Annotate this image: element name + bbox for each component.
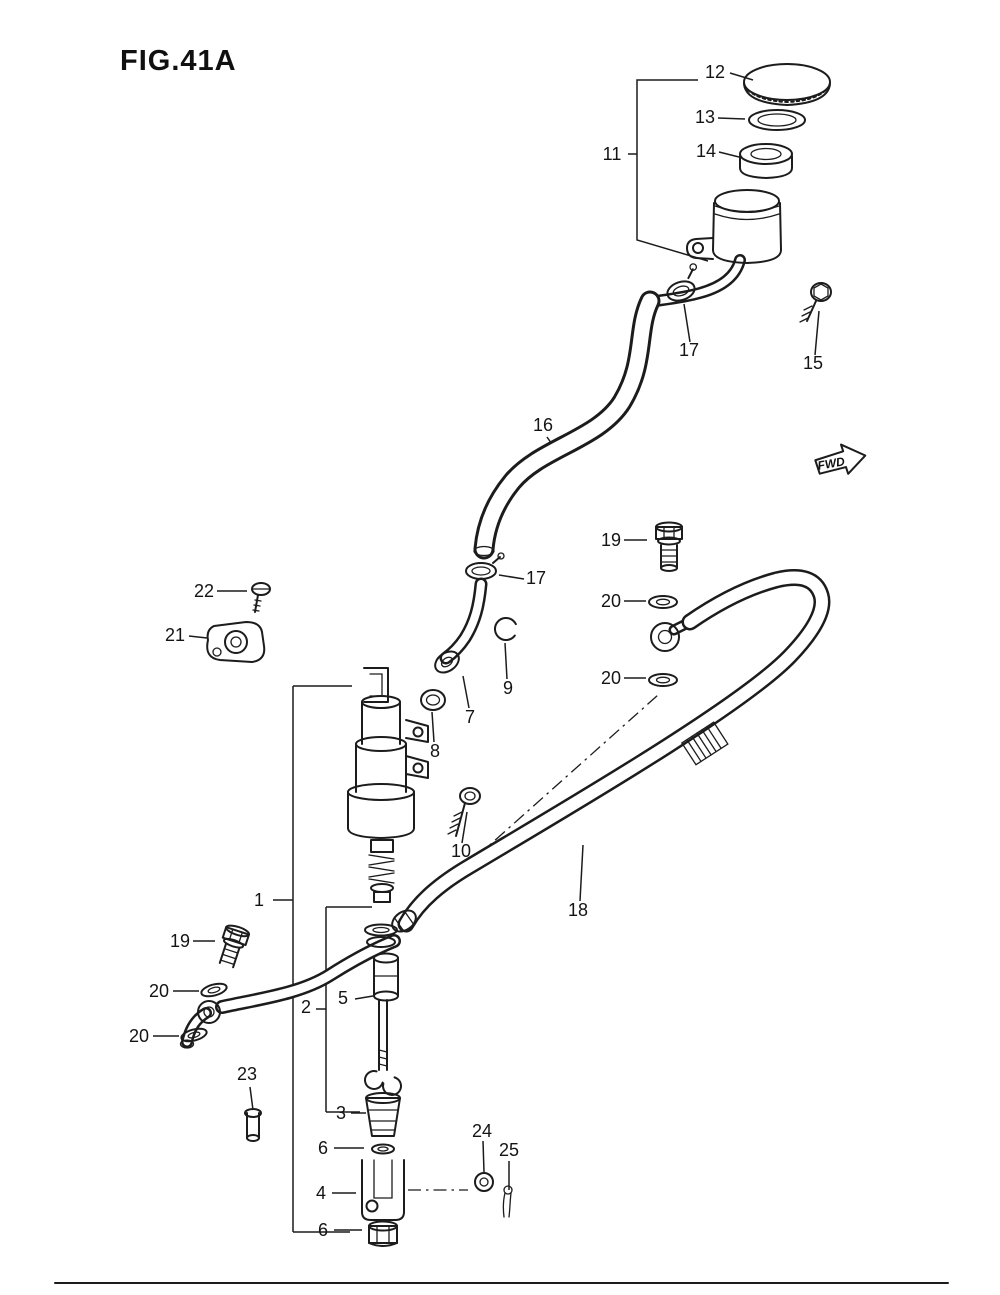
callout-21: 21 [165, 625, 185, 645]
fwd-arrow: FWD [814, 443, 867, 475]
clevis-4 [361, 1159, 405, 1221]
callout-8: 8 [430, 741, 440, 761]
callout-20c: 20 [149, 981, 169, 1001]
sealing-washer-20-left-lower [180, 1027, 208, 1043]
hose-bracket-21 [206, 621, 266, 663]
callout-7: 7 [465, 707, 475, 727]
hose-end-fitting [391, 909, 417, 933]
callout-6b: 6 [318, 1220, 328, 1240]
callout-25: 25 [499, 1140, 519, 1160]
callout-16: 16 [533, 415, 553, 435]
callout-17a: 17 [679, 340, 699, 360]
washer-24 [474, 1172, 494, 1192]
sealing-washer-20-lower [648, 673, 678, 687]
reservoir-bolt-15 [799, 282, 832, 323]
leader-lines [153, 72, 820, 1233]
hose-ferrule [680, 721, 729, 766]
callout-23: 23 [237, 1064, 257, 1084]
mount-bolt-22 [251, 582, 271, 613]
callout-5: 5 [338, 988, 348, 1008]
sealing-washer-20-upper [648, 595, 678, 609]
cotter-pin-25 [502, 1185, 513, 1218]
fwd-label: FWD [816, 454, 846, 473]
banjo-bolt-19-lower [218, 924, 251, 969]
o-ring-8 [420, 689, 446, 711]
nut-6-lower [368, 1220, 398, 1247]
callout-3: 3 [336, 1103, 346, 1123]
reservoir-hose-16 [473, 290, 661, 560]
callout-19b: 19 [170, 931, 190, 951]
brake-hose-18 [391, 569, 831, 933]
banjo-eye-fitting [650, 622, 680, 652]
washer-6-upper [371, 1143, 395, 1155]
figure-title: FIG.41A [120, 45, 237, 77]
callout-20d: 20 [129, 1026, 149, 1046]
callout-20b: 20 [601, 668, 621, 688]
callout-2: 2 [301, 997, 311, 1017]
cap-ring-13 [748, 109, 806, 131]
master-cylinder-1 [347, 667, 429, 839]
boot-3 [365, 1092, 401, 1137]
elbow-joint-7-tube [434, 577, 488, 674]
piston-spring-stack [364, 839, 398, 948]
snap-ring-9 [493, 617, 518, 641]
callout-13: 13 [695, 107, 715, 127]
callout-17b: 17 [526, 568, 546, 588]
callout-18: 18 [568, 900, 588, 920]
lower-left-hose [179, 934, 401, 1049]
callout-11: 11 [603, 144, 622, 164]
callout-20a: 20 [601, 591, 621, 611]
callout-12: 12 [705, 62, 725, 82]
callouts: 12 13 14 11 17 15 16 17 19 20 20 22 21 9… [129, 62, 823, 1240]
union-5 [373, 952, 399, 1002]
diaphragm-cup-14 [739, 143, 793, 179]
pin-23 [244, 1108, 262, 1142]
reservoir-cap-12 [743, 63, 831, 106]
screw-10 [447, 787, 481, 837]
callout-19a: 19 [601, 530, 621, 550]
hose-clamp-17-mid [465, 552, 505, 580]
reservoir-outlet-tube [650, 254, 746, 307]
callout-1: 1 [254, 890, 264, 910]
callout-6a: 6 [318, 1138, 328, 1158]
callout-22: 22 [194, 581, 214, 601]
reservoir-body-11 [686, 189, 782, 264]
callout-10: 10 [451, 841, 471, 861]
callout-9: 9 [503, 678, 513, 698]
callout-15: 15 [803, 353, 823, 373]
callout-24: 24 [472, 1121, 492, 1141]
callout-14: 14 [696, 141, 716, 161]
push-rod [363, 999, 402, 1096]
hose-clamp-17-upper [666, 263, 698, 302]
banjo-bolt-19-upper [655, 521, 683, 572]
sealing-washer-20-left-upper [200, 982, 228, 998]
callout-4: 4 [316, 1183, 326, 1203]
